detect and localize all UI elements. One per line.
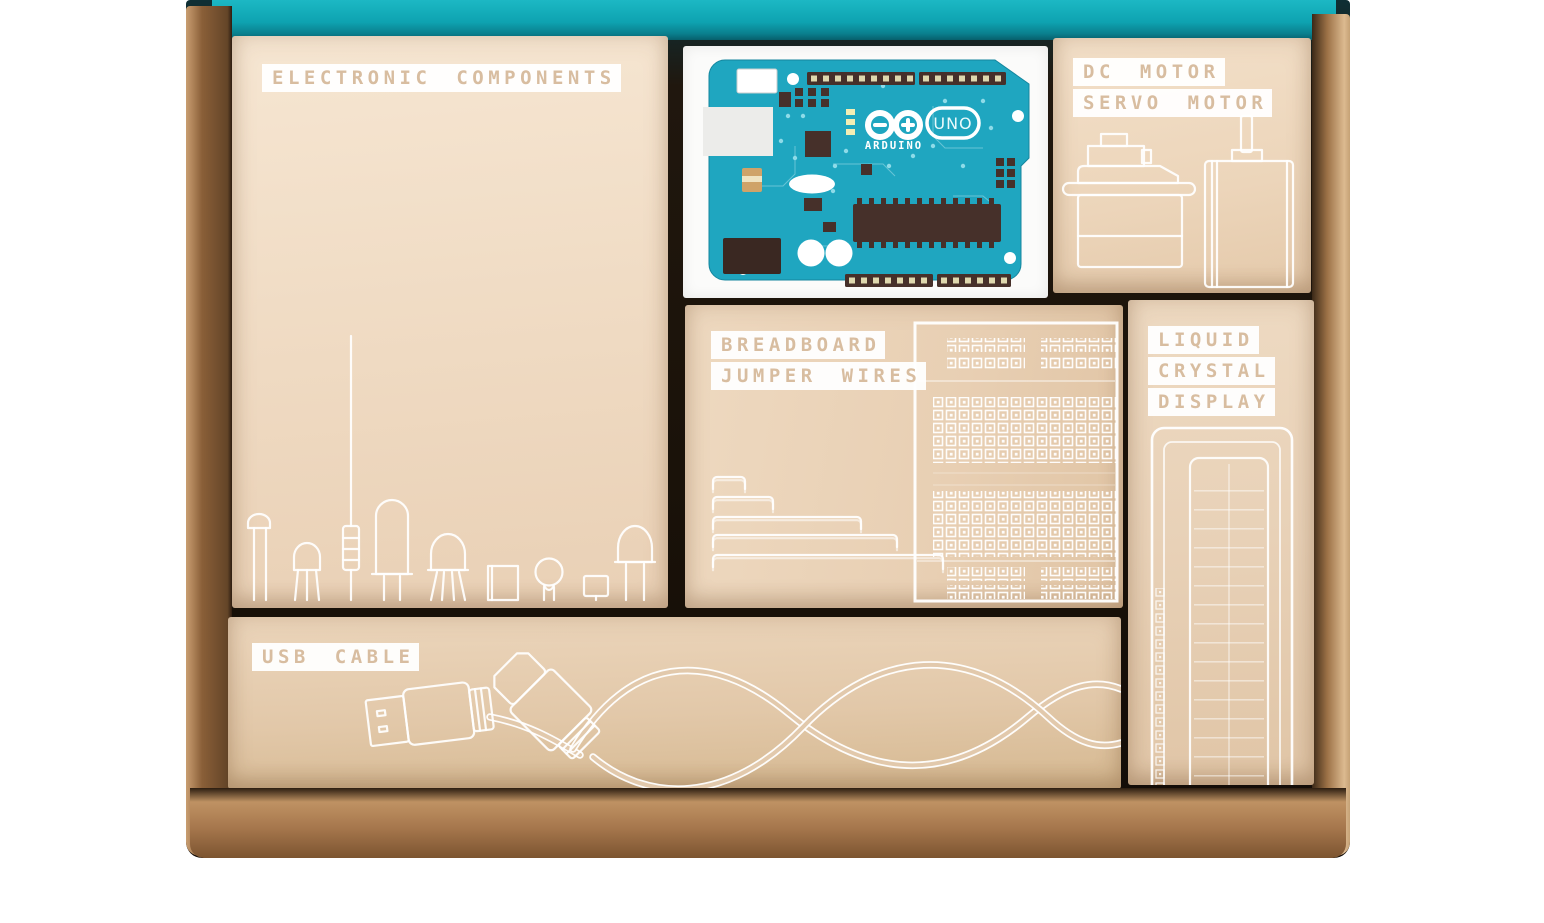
arduino-uno-board: ARDUINO UNO (703, 59, 1030, 287)
motors-lineart-group (1061, 114, 1295, 289)
motors-label: DC MOTOR SERVO MOTOR (1073, 58, 1273, 120)
lcd-module-icon (1150, 426, 1294, 785)
component-lineart-group (246, 334, 657, 602)
uno-badge (925, 106, 981, 140)
kit-outer-box: ELECTRONIC COMPONENTS (186, 0, 1350, 858)
dc-motor-icon (1203, 114, 1295, 289)
electronic-components-label: ELECTRONIC COMPONENTS (262, 64, 621, 95)
box-left-wall (186, 6, 232, 856)
label-line: JUMPER WIRES (711, 362, 927, 390)
smd-leds (846, 109, 855, 135)
arduino-board-compartment: ARDUINO UNO (683, 46, 1048, 298)
chips (779, 92, 1001, 248)
board-model-text: UNO (933, 114, 972, 133)
label-line: USB CABLE (252, 643, 420, 671)
jumper-wires-icon (711, 475, 945, 574)
white-sticker (703, 107, 773, 156)
mounting-holes (738, 73, 1024, 275)
power-jack (723, 238, 781, 274)
breadboard-lineart-group (711, 321, 1119, 603)
breadboard-icon (913, 321, 1119, 603)
box-right-wall (1312, 14, 1350, 856)
usb-cable-box: USB CABLE (228, 617, 1121, 789)
capacitor-top-1 (797, 239, 825, 267)
transistor-icon (292, 541, 322, 602)
label-line: CRYSTAL (1148, 357, 1275, 385)
usb-label: USB CABLE (252, 643, 420, 674)
board-brand-text: ARDUINO (865, 140, 923, 152)
label-line: LIQUID (1148, 326, 1259, 354)
teal-lid-edge (212, 0, 1336, 40)
lcd-lineart-group (1150, 426, 1294, 785)
breadboard-label: BREADBOARD JUMPER WIRES (711, 331, 927, 393)
motors-box: DC MOTOR SERVO MOTOR (1053, 38, 1311, 293)
label-line: SERVO MOTOR (1073, 89, 1273, 117)
icsp-headers (795, 88, 1015, 188)
tilt-sensor-icon (486, 564, 520, 602)
label-line: DC MOTOR (1073, 58, 1225, 86)
usb-connector (736, 68, 778, 94)
servo-motor-icon (1061, 132, 1197, 269)
box-front-wall (190, 788, 1346, 858)
label-line: BREADBOARD (711, 331, 886, 359)
silkscreen-oval (789, 174, 835, 194)
pushbutton-icon (582, 574, 610, 602)
resistor-icon (341, 334, 361, 602)
phototransistor-icon (246, 512, 272, 602)
electronic-components-box: ELECTRONIC COMPONENTS (232, 36, 668, 608)
label-line: DISPLAY (1148, 388, 1275, 416)
big-led-icon (613, 524, 657, 602)
usb-b-connector-icon (493, 652, 601, 760)
pin-headers (807, 72, 1011, 287)
label-line: ELECTRONIC COMPONENTS (262, 64, 621, 92)
capacitor-band (742, 176, 762, 182)
capacitor-top-2 (825, 239, 853, 267)
led-icon (426, 532, 470, 602)
pcb-pads (778, 83, 994, 194)
arduino-infinity-logo-icon (865, 110, 923, 140)
capacitor-icon (370, 498, 414, 602)
lcd-box: LIQUID CRYSTAL DISPLAY (1128, 300, 1314, 785)
lcd-label: LIQUID CRYSTAL DISPLAY (1148, 326, 1275, 419)
breadboard-box: BREADBOARD JUMPER WIRES (685, 305, 1123, 608)
usb-a-connector-icon (364, 681, 495, 748)
thermistor-icon (534, 557, 564, 602)
